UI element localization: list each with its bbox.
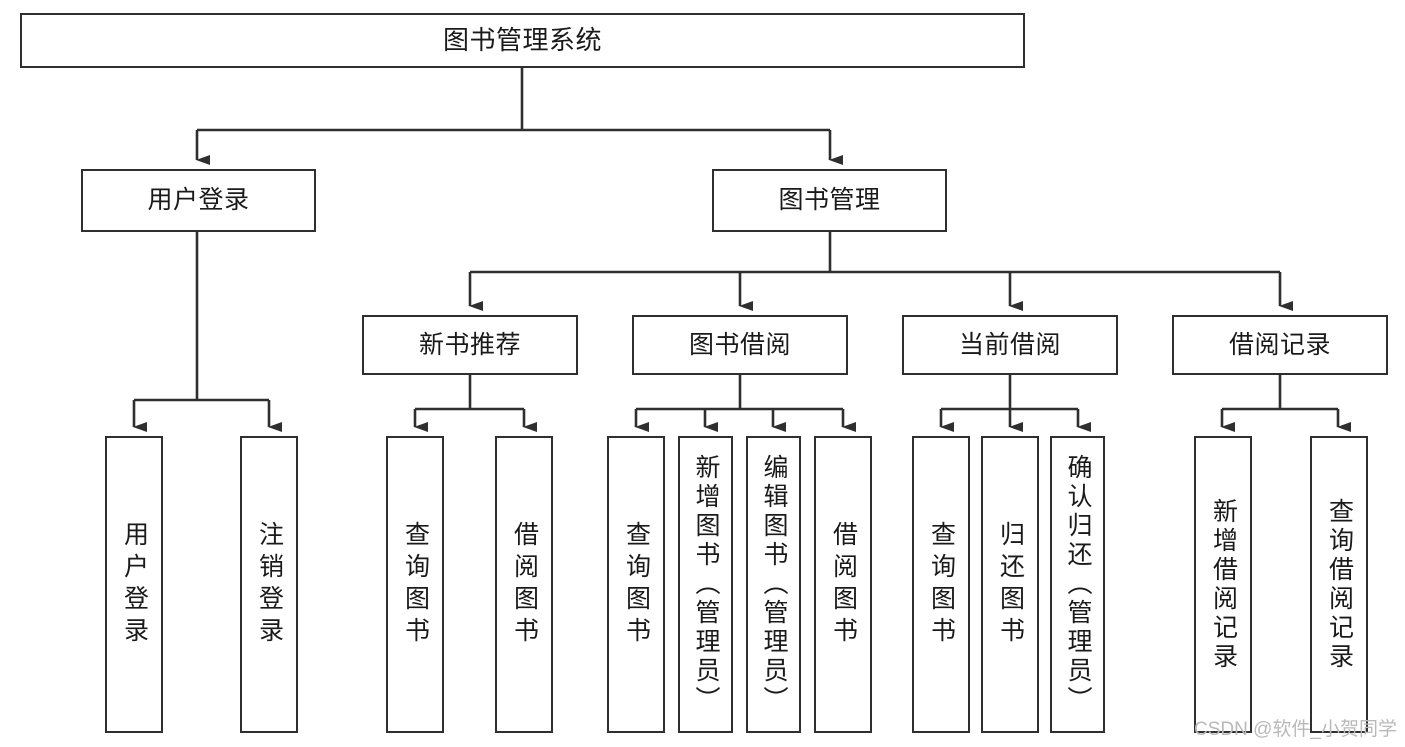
node-label: 当前借阅 [958,330,1061,359]
node-book-borrowing[interactable]: 图书借阅 [632,315,848,375]
node-label: 图书管理系统 [442,24,602,55]
node-label: 新书推荐 [418,330,521,359]
leaf-add-book-admin[interactable]: 新增图书（管理员） [678,436,733,733]
node-label: 查询图书 [401,520,430,649]
leaf-logout[interactable]: 注销登录 [240,436,298,733]
node-label: 用户登录 [147,186,250,215]
node-label: 查询图书 [622,520,651,649]
node-label: 编辑图书（管理员） [760,454,788,715]
leaf-user-login[interactable]: 用户登录 [105,436,163,733]
leaf-edit-book-admin[interactable]: 编辑图书（管理员） [746,436,801,733]
node-label: 确认归还（管理员） [1064,454,1092,715]
node-label: 新增图书（管理员） [692,454,720,715]
node-label: 归还图书 [996,520,1025,649]
node-current-borrowing[interactable]: 当前借阅 [902,315,1118,375]
leaf-add-borrow-record[interactable]: 新增借阅记录 [1194,436,1252,733]
node-label: 借阅图书 [510,520,539,649]
leaf-query-books-borrowing[interactable]: 查询图书 [607,436,665,733]
node-borrow-records[interactable]: 借阅记录 [1172,315,1388,375]
node-label: 查询图书 [927,520,956,649]
leaf-query-books-current[interactable]: 查询图书 [912,436,970,733]
leaf-borrow-books-recommendation[interactable]: 借阅图书 [495,436,553,733]
node-label: 借阅记录 [1228,330,1331,359]
node-label: 查询借阅记录 [1325,497,1354,672]
node-root-system[interactable]: 图书管理系统 [20,13,1025,68]
node-label: 图书管理 [778,186,881,215]
leaf-borrow-books-borrowing[interactable]: 借阅图书 [814,436,872,733]
leaf-query-borrow-record[interactable]: 查询借阅记录 [1310,436,1368,733]
csdn-watermark: CSDN @软件_小贺同学 [1194,719,1397,740]
leaf-confirm-return-admin[interactable]: 确认归还（管理员） [1050,436,1105,733]
node-new-book-recommendation[interactable]: 新书推荐 [362,315,578,375]
node-label: 图书借阅 [688,330,791,359]
node-label: 用户登录 [120,520,149,649]
node-user-login[interactable]: 用户登录 [81,169,316,232]
node-label: 注销登录 [255,520,284,649]
leaf-query-books-recommendation[interactable]: 查询图书 [386,436,444,733]
node-label: 借阅图书 [829,520,858,649]
leaf-return-books[interactable]: 归还图书 [981,436,1039,733]
node-book-management[interactable]: 图书管理 [712,169,947,232]
node-label: 新增借阅记录 [1209,497,1238,672]
